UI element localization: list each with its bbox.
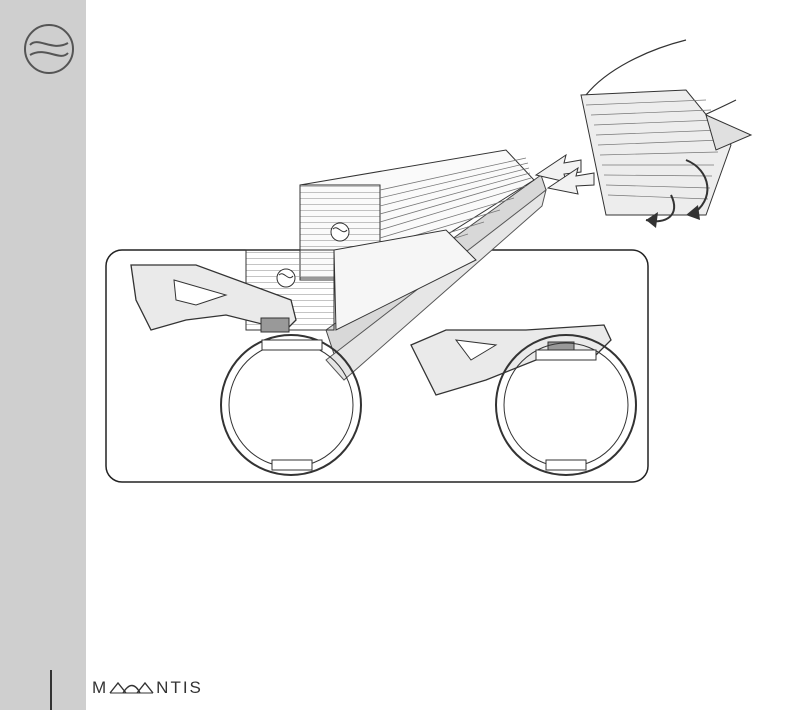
hands-with-element [581, 40, 751, 215]
brand-suffix: NTIS [156, 678, 203, 698]
footer-divider [50, 670, 52, 710]
brand-prefix: M [92, 678, 108, 698]
brand-wordmark: M NTIS [92, 676, 203, 700]
bracket-clip-closed-icon [411, 325, 636, 475]
magantis-wave-logo [109, 681, 155, 695]
circle-wave-badge-icon [22, 22, 76, 76]
sidebar-strip [0, 0, 86, 710]
assembly-illustration [86, 0, 795, 710]
